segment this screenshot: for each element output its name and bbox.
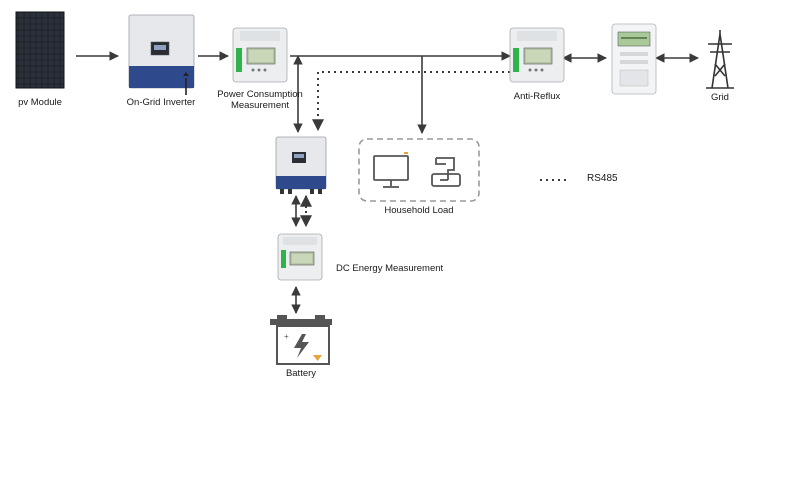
household-load-box (358, 138, 480, 202)
storage-inverter-icon (275, 136, 327, 194)
rs485-legend-label: RS485 (587, 173, 618, 184)
pv-module-label: pv Module (18, 97, 62, 108)
power-consumption-meter-icon (232, 27, 288, 83)
on-grid-inverter-label: On-Grid Inverter (126, 97, 196, 108)
battery-label: Battery (285, 368, 317, 379)
power-consumption-label: Power Consumption Measurement (198, 89, 322, 111)
connection-lines (76, 51, 699, 314)
battery-icon: + (270, 315, 332, 365)
anti-reflux-meter-icon (509, 27, 565, 83)
appliance-icon (431, 157, 461, 187)
on-grid-inverter-icon (128, 14, 195, 95)
utility-energy-meter-icon (611, 23, 657, 95)
grid-tower-icon (706, 30, 734, 89)
svg-text:+: + (284, 332, 289, 341)
anti-reflux-label: Anti-Reflux (513, 91, 561, 102)
power-consumption-label-line1: Power Consumption (217, 89, 303, 100)
power-consumption-label-line2: Measurement (230, 100, 290, 111)
monitor-icon (373, 152, 409, 188)
household-load-label: Household Load (384, 205, 454, 216)
dc-energy-meter-icon (277, 233, 323, 281)
rs485-link-antireflux (312, 71, 510, 132)
dc-energy-measurement-label: DC Energy Measurement (336, 263, 444, 274)
pv-module-icon (15, 11, 65, 89)
grid-label: Grid (711, 92, 729, 103)
